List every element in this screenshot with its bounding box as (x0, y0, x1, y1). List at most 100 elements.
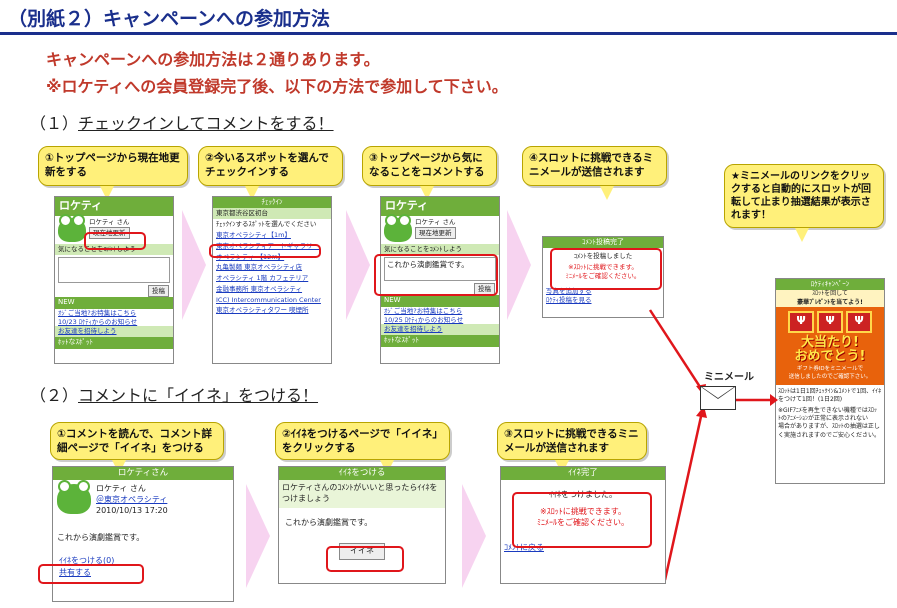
feature-link[interactable]: ｵｼﾞご当地?お特集はこちら (384, 306, 463, 315)
app-logo: ロケティ (55, 197, 173, 216)
mail-notice: ﾐﾆﾒｰﾙをご確認ください。 (565, 271, 641, 280)
slot-reel-icon: Ψ (817, 310, 843, 333)
invite-link[interactable]: お友達を招待しよう (55, 326, 173, 338)
step1-bubble: ①トップページから現在地更新をする (38, 146, 188, 186)
location-update-button[interactable]: 現在地更新 (415, 226, 456, 240)
s2-step2-bubble: ②ｲｲﾈをつけるページで「イイネ」をクリックする (275, 422, 450, 460)
checkin-area: 東京都渋谷区初台 (213, 208, 331, 220)
s2-flow-arrow-1 (246, 484, 270, 588)
phone-comment-page: ロケティ ロケティ さん 現在地更新 気になることをｺﾒﾝﾄしよう これから演劇… (380, 196, 500, 364)
invite-link[interactable]: お友達を招待しよう (381, 324, 499, 336)
slot-rule-2: をつけて1回！(1日2回) (778, 396, 843, 404)
phone-like-done: ｲｲﾈ完了 ｲｲﾈをつけました。 ※ｽﾛｯﾄに挑戦できます。 ﾐﾆﾒｰﾙをご確認… (500, 466, 666, 584)
like-question: ロケティさんのｺﾒﾝﾄがいいと思ったらｲｲﾈをつけましょう (279, 480, 445, 509)
slot-note-2: ﾄのｱﾆﾒｰｼｮﾝが正常に表示されない (778, 415, 869, 423)
intro-line-2: ※ロケティへの会員登録完了後、以下の方法で参加して下さい。 (46, 77, 508, 96)
comment-input[interactable] (58, 256, 170, 283)
notice-link[interactable]: 10/25 ﾛｹﾃｨからのお知らせ (384, 315, 464, 324)
spot-item[interactable]: 金融事務所 東京オペラシティ (216, 284, 303, 293)
mail-envelope-icon (700, 386, 736, 410)
app-logo: ロケティ (381, 197, 499, 216)
post-button[interactable]: 投稿 (148, 284, 169, 298)
user-name: ロケティ さん (96, 484, 146, 494)
section-1-heading: （１）チェックインしてコメントをする！ (30, 110, 334, 134)
frog-avatar (384, 213, 412, 242)
flow-arrow-1 (182, 210, 206, 320)
section-1-title: チェックインしてコメントをする！ (78, 114, 334, 133)
view-post-link[interactable]: ﾛｹﾃｨ投稿を見る (546, 295, 592, 304)
step4-bubble-tail (600, 186, 614, 200)
add-photo-link[interactable]: 写真を追加する (546, 286, 592, 295)
spot-item[interactable]: オペラシティ 1階 カフェテリア (216, 274, 309, 283)
win-text-1: 大当たり! (801, 334, 859, 350)
location-link[interactable]: ＠東京オペラシティ (96, 495, 168, 505)
checkin-instruction: ﾁｪｯｸｲﾝするｽﾎﾟｯﾄを選んでください (216, 220, 317, 229)
arrow-to-mail-1 (648, 309, 704, 391)
phone-checkin-page: ﾁｪｯｸｲﾝ 東京都渋谷区初台 ﾁｪｯｸｲﾝするｽﾎﾟｯﾄを選んでください 東京… (212, 196, 332, 364)
slot-machine: Ψ Ψ Ψ 大当たり! おめでとう! ギフト券IDをミニメールで 送信しましたの… (776, 306, 884, 386)
comment-done-title: ｺﾒﾝﾄ投稿完了 (543, 237, 663, 249)
comment-input[interactable]: これから演劇鑑賞です。 (384, 256, 496, 281)
comment-text: これから演劇鑑賞です。 (57, 532, 145, 542)
section-1-prefix: （１） (30, 114, 79, 133)
frog-avatar (57, 480, 91, 515)
new-label: NEW (55, 297, 173, 309)
spot-item[interactable]: ICC) Intercommunication Center (216, 295, 321, 304)
slot-note-3: 場合がありますが、ｽﾛｯﾄの抽選は正し (778, 423, 880, 431)
step2-bubble: ②今いるスポットを選んでチェックインする (198, 146, 343, 186)
intro-line-1: キャンペーンへの参加方法は２通りあります。 (46, 50, 380, 69)
like-page-title: ｲｲﾈをつける (279, 467, 445, 481)
spot-item[interactable]: 東京オペラシティ【1m】 (216, 230, 291, 239)
section-2-heading: （２）コメントに「イイネ」をつける！ (30, 382, 318, 406)
user-name: ロケティ さん (415, 217, 456, 226)
section-2-title: コメントに「イイネ」をつける！ (78, 386, 319, 405)
slot-reel-icon: Ψ (846, 310, 872, 333)
slot-notice: ※ｽﾛｯﾄに挑戦できます。 (540, 507, 626, 517)
spot-item[interactable]: 東京オペラシティタワー 喫煙所 (216, 306, 309, 315)
highlight-spot-item (209, 244, 321, 258)
win-text-2: おめでとう! (794, 348, 866, 364)
page-title: （別紙２）キャンペーンへの参加方法 (8, 8, 331, 30)
slot-note-1: ※GIFｱﾆﾒを再生できない機種ではｽﾛｯ (778, 407, 877, 415)
frog-avatar (58, 213, 86, 242)
section-2-prefix: （２） (30, 386, 79, 405)
phone-slot-result: ﾛｹﾃｨｷｬﾝﾍﾟｰﾝ ｽﾛｯﾄを回して 豪華ﾌﾟﾚｾﾞﾝﾄを当てよう! Ψ Ψ… (775, 278, 885, 484)
step4-bubble: ④スロットに挑戦できるミニメールが送信されます (522, 146, 667, 186)
result-bubble: ★ミニメールのリンクをクリックすると自動的にスロットが回転して止まり抽選結果が表… (724, 164, 884, 228)
checkin-title: ﾁｪｯｸｲﾝ (213, 197, 331, 209)
arrow-head-icon (770, 394, 778, 406)
s2-step3-bubble: ③スロットに挑戦できるミニメールが送信されます (497, 422, 647, 460)
slot-sub-2: 豪華ﾌﾟﾚｾﾞﾝﾄを当てよう! (776, 298, 884, 307)
notice-link[interactable]: 10/23 ﾛｹﾃｨからのお知らせ (58, 317, 138, 326)
highlight-like-link (38, 564, 144, 584)
page-header: （別紙２）キャンペーンへの参加方法 (0, 0, 897, 35)
phone-like-page: ｲｲﾈをつける ロケティさんのｺﾒﾝﾄがいいと思ったらｲｲﾈをつけましょう これ… (278, 466, 446, 584)
spot-item[interactable]: 丸亀製麺 東京オペラシティ店 (216, 263, 303, 272)
hot-spot-label: ﾎｯﾄなｽﾎﾟｯﾄ (55, 337, 173, 349)
phone-top-page: ロケティ ロケティ さん 現在地更新 気になることをｺﾒﾝﾄしよう 投稿 NEW… (54, 196, 174, 364)
s2-step1-bubble: ①コメントを読んで、コメント詳細ページで「イイネ」をつける (50, 422, 224, 460)
slot-note-4: く実施されますのでご安心ください。 (778, 431, 881, 439)
detail-title: ロケティさん (53, 467, 233, 481)
like-done-message: ｲｲﾈをつけました。 (549, 490, 617, 500)
user-name: ロケティ さん (89, 217, 130, 226)
header-divider (0, 32, 897, 35)
like-link[interactable]: ｲｲﾈをつける(0) (59, 555, 115, 565)
slot-reel-icon: Ψ (788, 310, 814, 333)
campaign-title: ﾛｹﾃｨｷｬﾝﾍﾟｰﾝ (776, 279, 884, 291)
mini-mail-label: ミニメール (704, 372, 754, 383)
mail-notice: ﾐﾆﾒｰﾙをご確認ください。 (537, 518, 629, 528)
gift-text-1: ギフト券IDをミニメールで (796, 366, 864, 373)
highlight-comment-box (374, 254, 498, 296)
flow-arrow-3 (507, 210, 531, 320)
gift-text-2: 送信しましたのでご確認下さい。 (788, 373, 872, 380)
hot-spot-label: ﾎｯﾄなｽﾎﾟｯﾄ (381, 335, 499, 347)
step3-bubble: ③トップページから気になることをコメントする (362, 146, 497, 186)
highlight-like-button (326, 546, 404, 572)
result-bubble-tail (795, 228, 809, 242)
feature-link[interactable]: ｵｼﾞご当地?お特集はこちら (58, 308, 137, 317)
flow-arrow-2 (346, 210, 370, 320)
slot-notice: ※ｽﾛｯﾄに挑戦できます。 (568, 263, 638, 272)
highlight-location-button (84, 232, 146, 250)
share-link[interactable]: 共有する (59, 568, 91, 578)
